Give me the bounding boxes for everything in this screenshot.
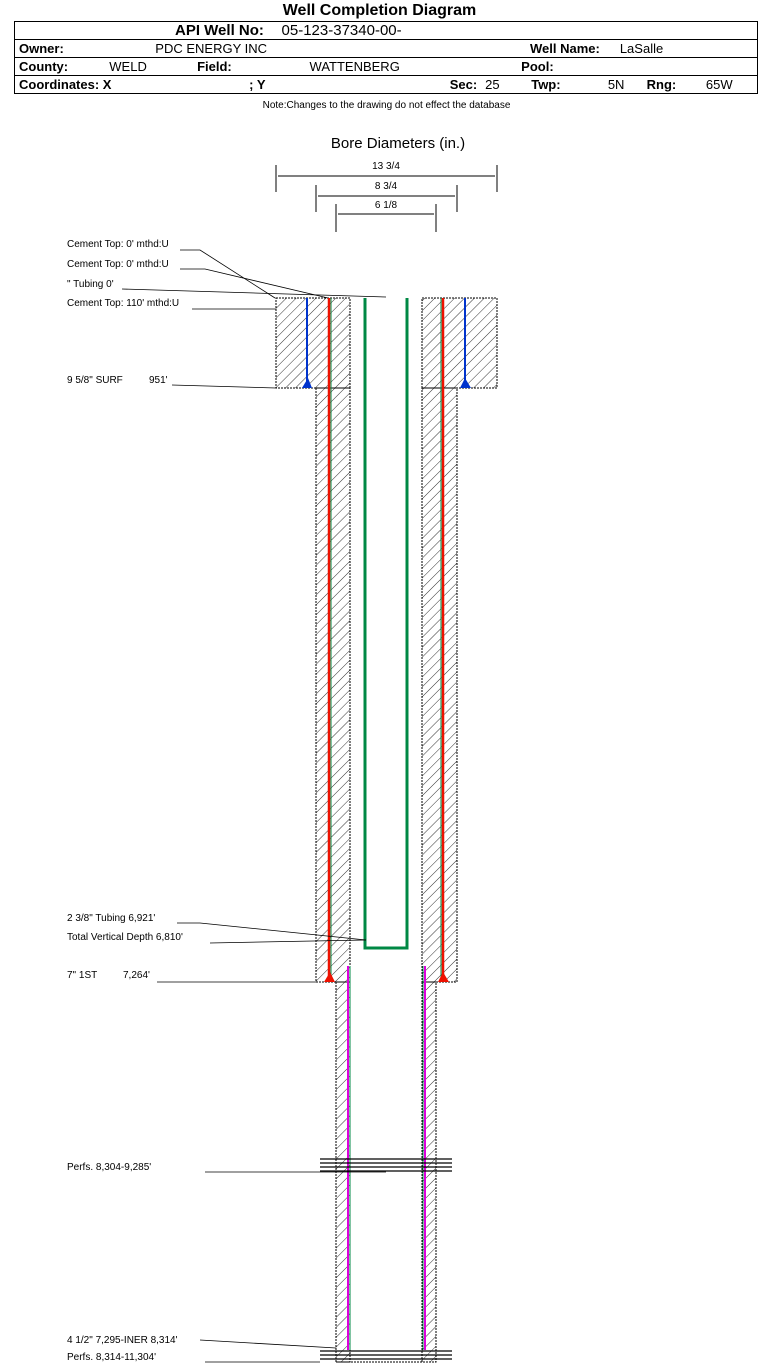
leader-lines <box>121 249 387 1363</box>
tubing-label: 2 3/8" Tubing 6,921' <box>67 913 155 924</box>
owner-value: PDC ENERGY INC <box>105 39 482 58</box>
cement-top-label-3: Cement Top: 110' mthd:U <box>67 298 179 309</box>
diameter-2: 8 3/4 <box>375 181 398 192</box>
casing-strings <box>302 298 471 1350</box>
diameter-1: 13 3/4 <box>372 161 400 172</box>
first-casing-depth: 7,264' <box>123 970 150 981</box>
diameter-3: 6 1/8 <box>375 200 398 211</box>
well-name-label: Well Name: <box>481 39 604 58</box>
dimension-lines <box>275 165 498 232</box>
well-name-value: LaSalle <box>603 39 758 58</box>
cement-top-label-1: Cement Top: 0' mthd:U <box>67 239 169 250</box>
first-casing-label: 7" 1ST <box>67 970 97 981</box>
tubing <box>363 298 409 950</box>
twp-label: Twp: <box>527 75 604 94</box>
county-value: WELD <box>105 57 178 76</box>
cement-top-label-2: Cement Top: 0' mthd:U <box>67 259 169 270</box>
rng-label: Rng: <box>642 75 702 94</box>
owner-label: Owner: <box>14 39 106 58</box>
sec-label: Sec: <box>269 75 482 94</box>
surface-casing-depth: 951' <box>149 375 168 386</box>
sec-value: 25 <box>481 75 528 94</box>
cement-hatch <box>275 297 498 1363</box>
page-title: Well Completion Diagram <box>282 2 477 19</box>
county-label: County: <box>14 57 106 76</box>
perfs-label-1: Perfs. 8,304-9,285' <box>67 1162 151 1173</box>
note: Note:Changes to the drawing do not effec… <box>262 100 511 111</box>
tubing-top-label: " Tubing 0' <box>67 279 114 290</box>
surface-casing-label: 9 5/8" SURF <box>67 375 123 386</box>
perforations <box>320 1158 452 1360</box>
header-table: API Well No: 05-123-37340-00- Owner: PDC… <box>14 21 758 94</box>
coord-y-label: ; Y <box>177 75 270 94</box>
twp-value: 5N <box>603 75 643 94</box>
rng-value: 65W <box>701 75 758 94</box>
perfs-label-2: Perfs. 8,314-11,304' <box>67 1352 156 1363</box>
pool-label: Pool: <box>481 57 758 76</box>
liner-label: 4 1/2" 7,295-INER 8,314' <box>67 1335 178 1346</box>
tvd-label: Total Vertical Depth 6,810' <box>67 932 183 943</box>
api-value: 05-123-37340-00- <box>281 22 402 39</box>
bore-title: Bore Diameters (in.) <box>331 135 465 152</box>
field-label: Field: <box>177 57 270 76</box>
coord-x-label: Coordinates: X <box>14 75 178 94</box>
api-label: API Well No: <box>175 22 264 39</box>
labels: Cement Top: 0' mthd:U Cement Top: 0' mth… <box>67 239 183 1363</box>
field-value: WATTENBERG <box>269 57 482 76</box>
